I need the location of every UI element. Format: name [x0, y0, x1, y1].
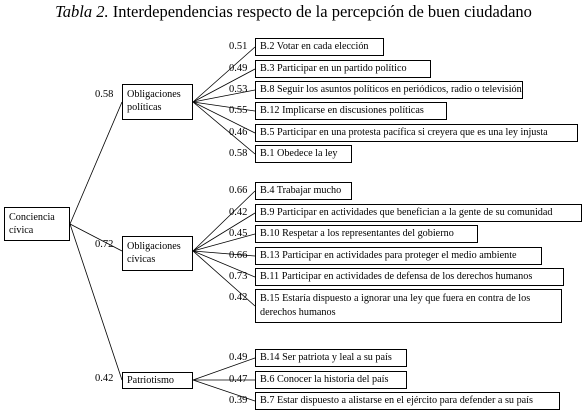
item-box: B.2 Votar en cada elección — [255, 38, 384, 56]
connector-item — [192, 250, 256, 307]
figure-title: Tabla 2. Interdependencias respecto de l… — [0, 2, 587, 22]
connector-item — [192, 379, 256, 402]
item-box: B.14 Ser patriota y leal a su país — [255, 349, 407, 367]
item-coef: 0.49 — [229, 352, 248, 363]
item-box: B.13 Participar en actividades para prot… — [255, 247, 542, 265]
item-box: B.12 Implicarse en discusiones políticas — [255, 102, 447, 120]
item-box: B.6 Conocer la historia del país — [255, 371, 407, 389]
table-number: Tabla 2. — [55, 2, 109, 21]
item-coef: 0.73 — [229, 271, 248, 282]
connector-root-civicas — [69, 223, 123, 252]
item-box: B.8 Seguir los asuntos políticos en peri… — [255, 81, 523, 99]
connector-root-politicas — [69, 101, 123, 225]
connector-item — [192, 101, 256, 134]
connector-item — [192, 233, 256, 252]
group-coef: 0.42 — [95, 373, 114, 384]
connector-item — [192, 190, 256, 252]
title-text: Interdependencias respecto de la percepc… — [112, 2, 532, 21]
connector-root-patriotismo — [69, 223, 123, 381]
item-coef: 0.66 — [229, 250, 248, 261]
item-box: B.4 Trabajar mucho — [255, 182, 352, 200]
connector-item — [192, 101, 256, 112]
item-coef: 0.42 — [229, 292, 248, 303]
group-box-patriotismo: Patriotismo — [122, 372, 193, 389]
connector-item — [192, 212, 256, 252]
group-coef: 0.58 — [95, 89, 114, 100]
group-coef: 0.72 — [95, 239, 114, 250]
group-box-obligaciones-politicas: Obligaciones políticas — [122, 84, 193, 120]
item-coef: 0.47 — [229, 374, 248, 385]
item-coef: 0.49 — [229, 63, 248, 74]
item-box: B.10 Respetar a los representantes del g… — [255, 225, 478, 243]
item-coef: 0.46 — [229, 127, 248, 138]
item-box: B.1 Obedece la ley — [255, 145, 352, 163]
item-coef: 0.53 — [229, 84, 248, 95]
item-coef: 0.39 — [229, 395, 248, 406]
item-box: B.15 Estaría dispuesto a ignorar una ley… — [255, 289, 562, 323]
connector-item — [192, 89, 256, 103]
item-coef: 0.58 — [229, 148, 248, 159]
connector-item — [192, 357, 256, 381]
item-box: B.3 Participar en un partido político — [255, 60, 431, 78]
item-box: B.9 Participar en actividades que benefi… — [255, 204, 582, 222]
item-box: B.11 Participar en actividades de defens… — [255, 268, 564, 286]
connector-item — [192, 250, 256, 278]
item-box: B.5 Participar en una protesta pacífica … — [255, 124, 578, 142]
group-box-obligaciones-civicas: Obligaciones cívicas — [122, 236, 193, 271]
root-box: Conciencia cívica — [4, 207, 70, 241]
item-box: B.7 Estar dispuesto a alistarse en el ej… — [255, 392, 560, 410]
item-coef: 0.45 — [229, 228, 248, 239]
connector-item — [192, 250, 256, 257]
item-coef: 0.51 — [229, 41, 248, 52]
item-coef: 0.42 — [229, 207, 248, 218]
item-coef: 0.55 — [229, 105, 248, 116]
connector-item — [192, 101, 256, 155]
connector-item — [192, 46, 256, 103]
connector-item — [192, 68, 256, 103]
item-coef: 0.66 — [229, 185, 248, 196]
